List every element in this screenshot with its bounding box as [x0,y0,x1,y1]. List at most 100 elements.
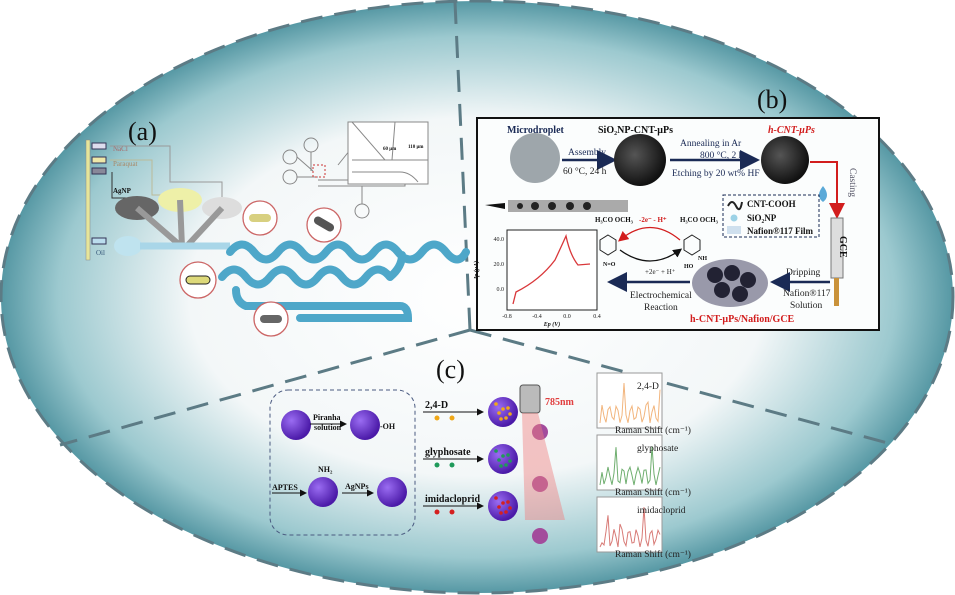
nh2-sphere [308,477,338,507]
ytick-40: 40.0 [494,237,505,243]
bound-analyte-dot [506,500,510,504]
bound-analyte-dot [497,411,501,415]
chem-ho: HO [684,264,694,270]
bound-analyte-dot [497,458,501,462]
analyte-sphere [488,397,518,427]
legend-sio2np: SiO₂NP [747,213,777,223]
panel-c-label: (c) [436,355,465,384]
assembly-label: Assembly [568,148,606,158]
inlet-agnp: AgNP [113,187,132,195]
bound-analyte-dot [501,407,505,411]
bound-analyte-dot [508,459,512,463]
legend-cnt-cooh: CNT-COOH [747,199,796,209]
spectrum-line [599,382,661,424]
analyte-marker [434,415,440,421]
xtick-04: 0.4 [593,314,601,320]
bound-analyte-dot [501,454,505,458]
laser-wavelength: 785nm [545,397,575,408]
piranha-line2: solution [314,423,342,432]
electrochemical-line1: Electrochemical [630,291,692,301]
xtick-0: 0.0 [563,314,571,320]
bound-analyte-dot [504,416,508,420]
oh-sphere [350,410,380,440]
gce-label: GCE [837,236,848,258]
sio2np-icon [730,214,738,222]
inlet-nacl: NaCl [113,145,128,153]
inlet-paraquat: Paraquat [113,160,138,168]
spectrum-label-2: imidacloprid [637,506,686,516]
agnps-label: AgNPs [345,482,369,491]
sio2np-cnt-title: SiO₂NP-CNT-μPs [598,125,673,136]
microdroplet-title: Microdroplet [507,125,565,136]
reaction-reduction: +2e⁻ + H⁺ [645,268,676,276]
oil-reservoir [114,236,142,256]
bound-analyte-dot [499,464,503,468]
legend-box [722,194,820,238]
bound-analyte-dot [494,402,498,406]
microdroplet-image [510,133,560,183]
bound-analyte-dot [494,449,498,453]
drop-icon [819,186,827,202]
sers-particle [532,528,548,544]
nafion-solution-line1: Nafion®117 [783,288,831,299]
xtick-m04: -0.4 [532,314,542,320]
bound-analyte-dot [499,511,503,515]
bound-analyte-dot [508,506,512,510]
bound-analyte-dot [506,453,510,457]
dim-110um: 110 μm [408,145,424,150]
analyte-sphere [488,491,518,521]
droplets [185,214,335,323]
sio2np-cnt-particle [614,134,666,186]
analyte-marker [449,415,455,421]
bound-analyte-dot [504,463,508,467]
electrode-label: h-CNT-μPs/Nafion/GCE [690,314,795,325]
chem-nh: NH [698,256,707,262]
analyte-label-2: imidacloprid [425,494,480,505]
h-cnt-particle [761,136,809,184]
panel-dividers [59,1,896,447]
bound-analyte-dot [506,406,510,410]
inlet-oil: Oil [96,249,105,257]
chem-left: H₃CO OCH₃ [595,216,633,224]
chem-right: H₃CO OCH₃ [680,216,718,224]
legend-nafion-film: Nafion®117 Film [747,226,813,236]
spectrum-label-0: 2,4-D [637,382,659,392]
functionalization-box [269,389,416,536]
spectrum-axis-label: Raman Shift (cm⁻¹) [615,487,691,498]
cnt-icon [727,201,743,211]
spectrum-line [599,507,661,548]
dpv-plot: 0.0 20.0 40.0 -0.8 -0.4 0.0 0.4 Ep (V) I… [473,229,601,328]
spectrum-line [599,446,661,486]
panel-a-label: (a) [128,117,157,146]
annealing-conditions: 800 °C, 2 h [700,150,744,161]
raman-spectrum-2 [596,496,663,553]
objective-lens-icon [519,384,541,414]
analyte-marker [449,462,455,468]
oh-label: -OH [380,422,396,431]
syringe-rail [85,139,91,261]
casting-label: Casting [847,168,857,197]
nafion-solution-line2: Solution [790,301,822,311]
analyte-marker [434,509,440,515]
bound-analyte-dot [499,417,503,421]
bound-analyte-dot [508,412,512,416]
nh2-label: NH₂ [318,465,333,474]
serpentine-channel [218,240,470,322]
plot-xlabel: Ep (V) [543,321,561,328]
laser-beam [522,413,565,520]
agnp-sphere [377,477,407,507]
ytick-0: 0.0 [497,287,505,293]
panel-a: (a) NaCl Paraquat AgNP Oil [85,117,470,337]
film-icon [727,226,741,234]
electrochemical-line2: Reaction [644,303,678,313]
dpv-curve [512,233,591,305]
bound-analyte-dot [504,510,508,514]
ytick-20: 20.0 [494,262,505,268]
etching-label: Etching by 20 wt% HF [672,169,760,179]
spectrum-label-1: glyphosate [637,444,678,454]
chem-no: N=O [603,262,616,268]
plot-ylabel: Ip (μA) [473,261,480,280]
dripping-label: Dripping [786,268,821,278]
bound-analyte-dot [497,505,501,509]
